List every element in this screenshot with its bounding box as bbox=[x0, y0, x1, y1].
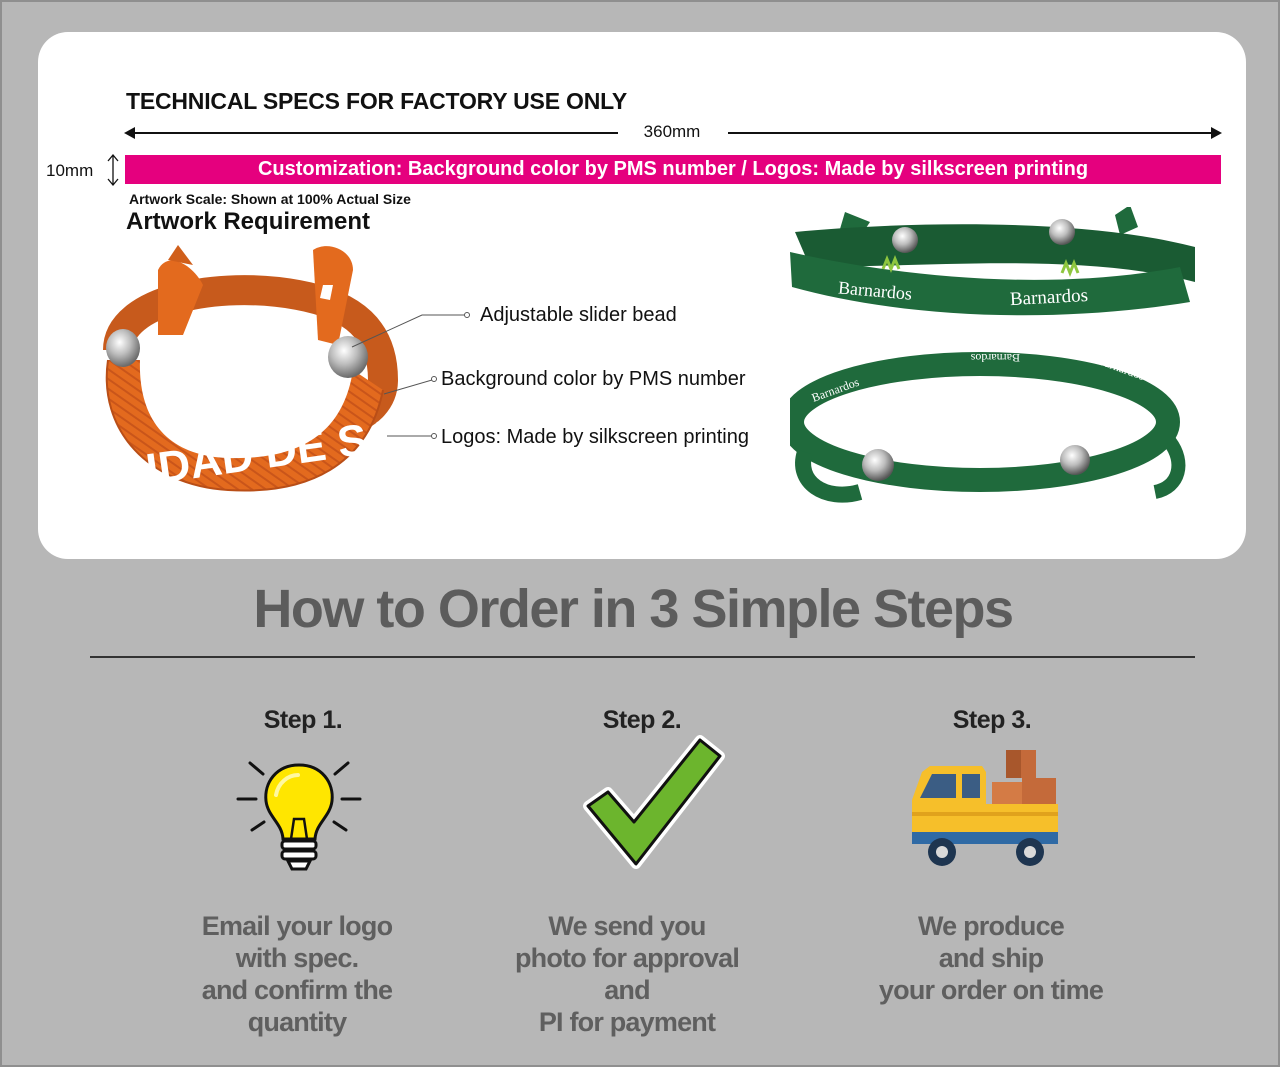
step-2-line-4: PI for payment bbox=[538, 1007, 716, 1037]
delivery-truck-icon bbox=[912, 750, 1058, 866]
steps-title: How to Order in 3 Simple Steps bbox=[253, 579, 1014, 639]
step-1-line-4: quantity bbox=[247, 1007, 347, 1037]
height-arrow-icon bbox=[107, 153, 119, 187]
step-3-line-3: your order on time bbox=[878, 975, 1104, 1005]
callout-background-color: Background color by PMS number bbox=[441, 368, 746, 390]
artwork-requirement-heading: Artwork Requirement bbox=[126, 208, 371, 235]
step-3-label: Step 3. bbox=[952, 706, 1032, 734]
length-label: 360mm bbox=[643, 122, 701, 141]
green-wristband-photo-top: Barnardos Barnardos bbox=[790, 207, 1195, 316]
step-2-description: We send you photo for approval and PI fo… bbox=[477, 910, 777, 1038]
step-1-line-2: with spec. bbox=[235, 943, 359, 973]
callout-logos: Logos: Made by silkscreen printing bbox=[441, 426, 749, 448]
step-2-label: Step 2. bbox=[602, 706, 682, 734]
green-band-brand-2: Barnardos bbox=[1009, 285, 1088, 310]
lightbulb-icon bbox=[236, 761, 362, 871]
steps-divider bbox=[90, 656, 1195, 658]
step-3-line-1: We produce bbox=[917, 911, 1065, 941]
checkmark-icon bbox=[583, 735, 725, 869]
length-dimension-line-left bbox=[126, 132, 618, 134]
callout-slider-bead: Adjustable slider bead bbox=[480, 304, 677, 326]
step-2-line-3: and bbox=[604, 975, 650, 1005]
orange-wristband-photo: SIDAD DE SA bbox=[103, 245, 398, 499]
artwork-scale-note: Artwork Scale: Shown at 100% Actual Size bbox=[129, 191, 411, 207]
spec-title: TECHNICAL SPECS FOR FACTORY USE ONLY bbox=[126, 88, 628, 114]
arrow-right-icon bbox=[1211, 127, 1222, 139]
length-dimension-line-right bbox=[728, 132, 1220, 134]
step-2-line-1: We send you bbox=[548, 911, 706, 941]
step-1-label: Step 1. bbox=[263, 706, 343, 734]
height-label: 10mm bbox=[46, 161, 94, 180]
step-1-line-1: Email your logo bbox=[201, 911, 393, 941]
step-3-description: We produce and ship your order on time bbox=[841, 910, 1141, 1006]
customization-band: Customization: Background color by PMS n… bbox=[125, 155, 1221, 184]
step-1-description: Email your logo with spec. and confirm t… bbox=[147, 910, 447, 1038]
step-1-line-3: and confirm the bbox=[201, 975, 393, 1005]
arrow-left-icon bbox=[124, 127, 135, 139]
step-2-line-2: photo for approval bbox=[514, 943, 740, 973]
green-wristband-photo-bottom: Barnardos Barnardos Barnardos bbox=[790, 351, 1186, 503]
step-3-line-2: and ship bbox=[938, 943, 1044, 973]
green-band-brand-3: Barnardos bbox=[970, 351, 1020, 365]
